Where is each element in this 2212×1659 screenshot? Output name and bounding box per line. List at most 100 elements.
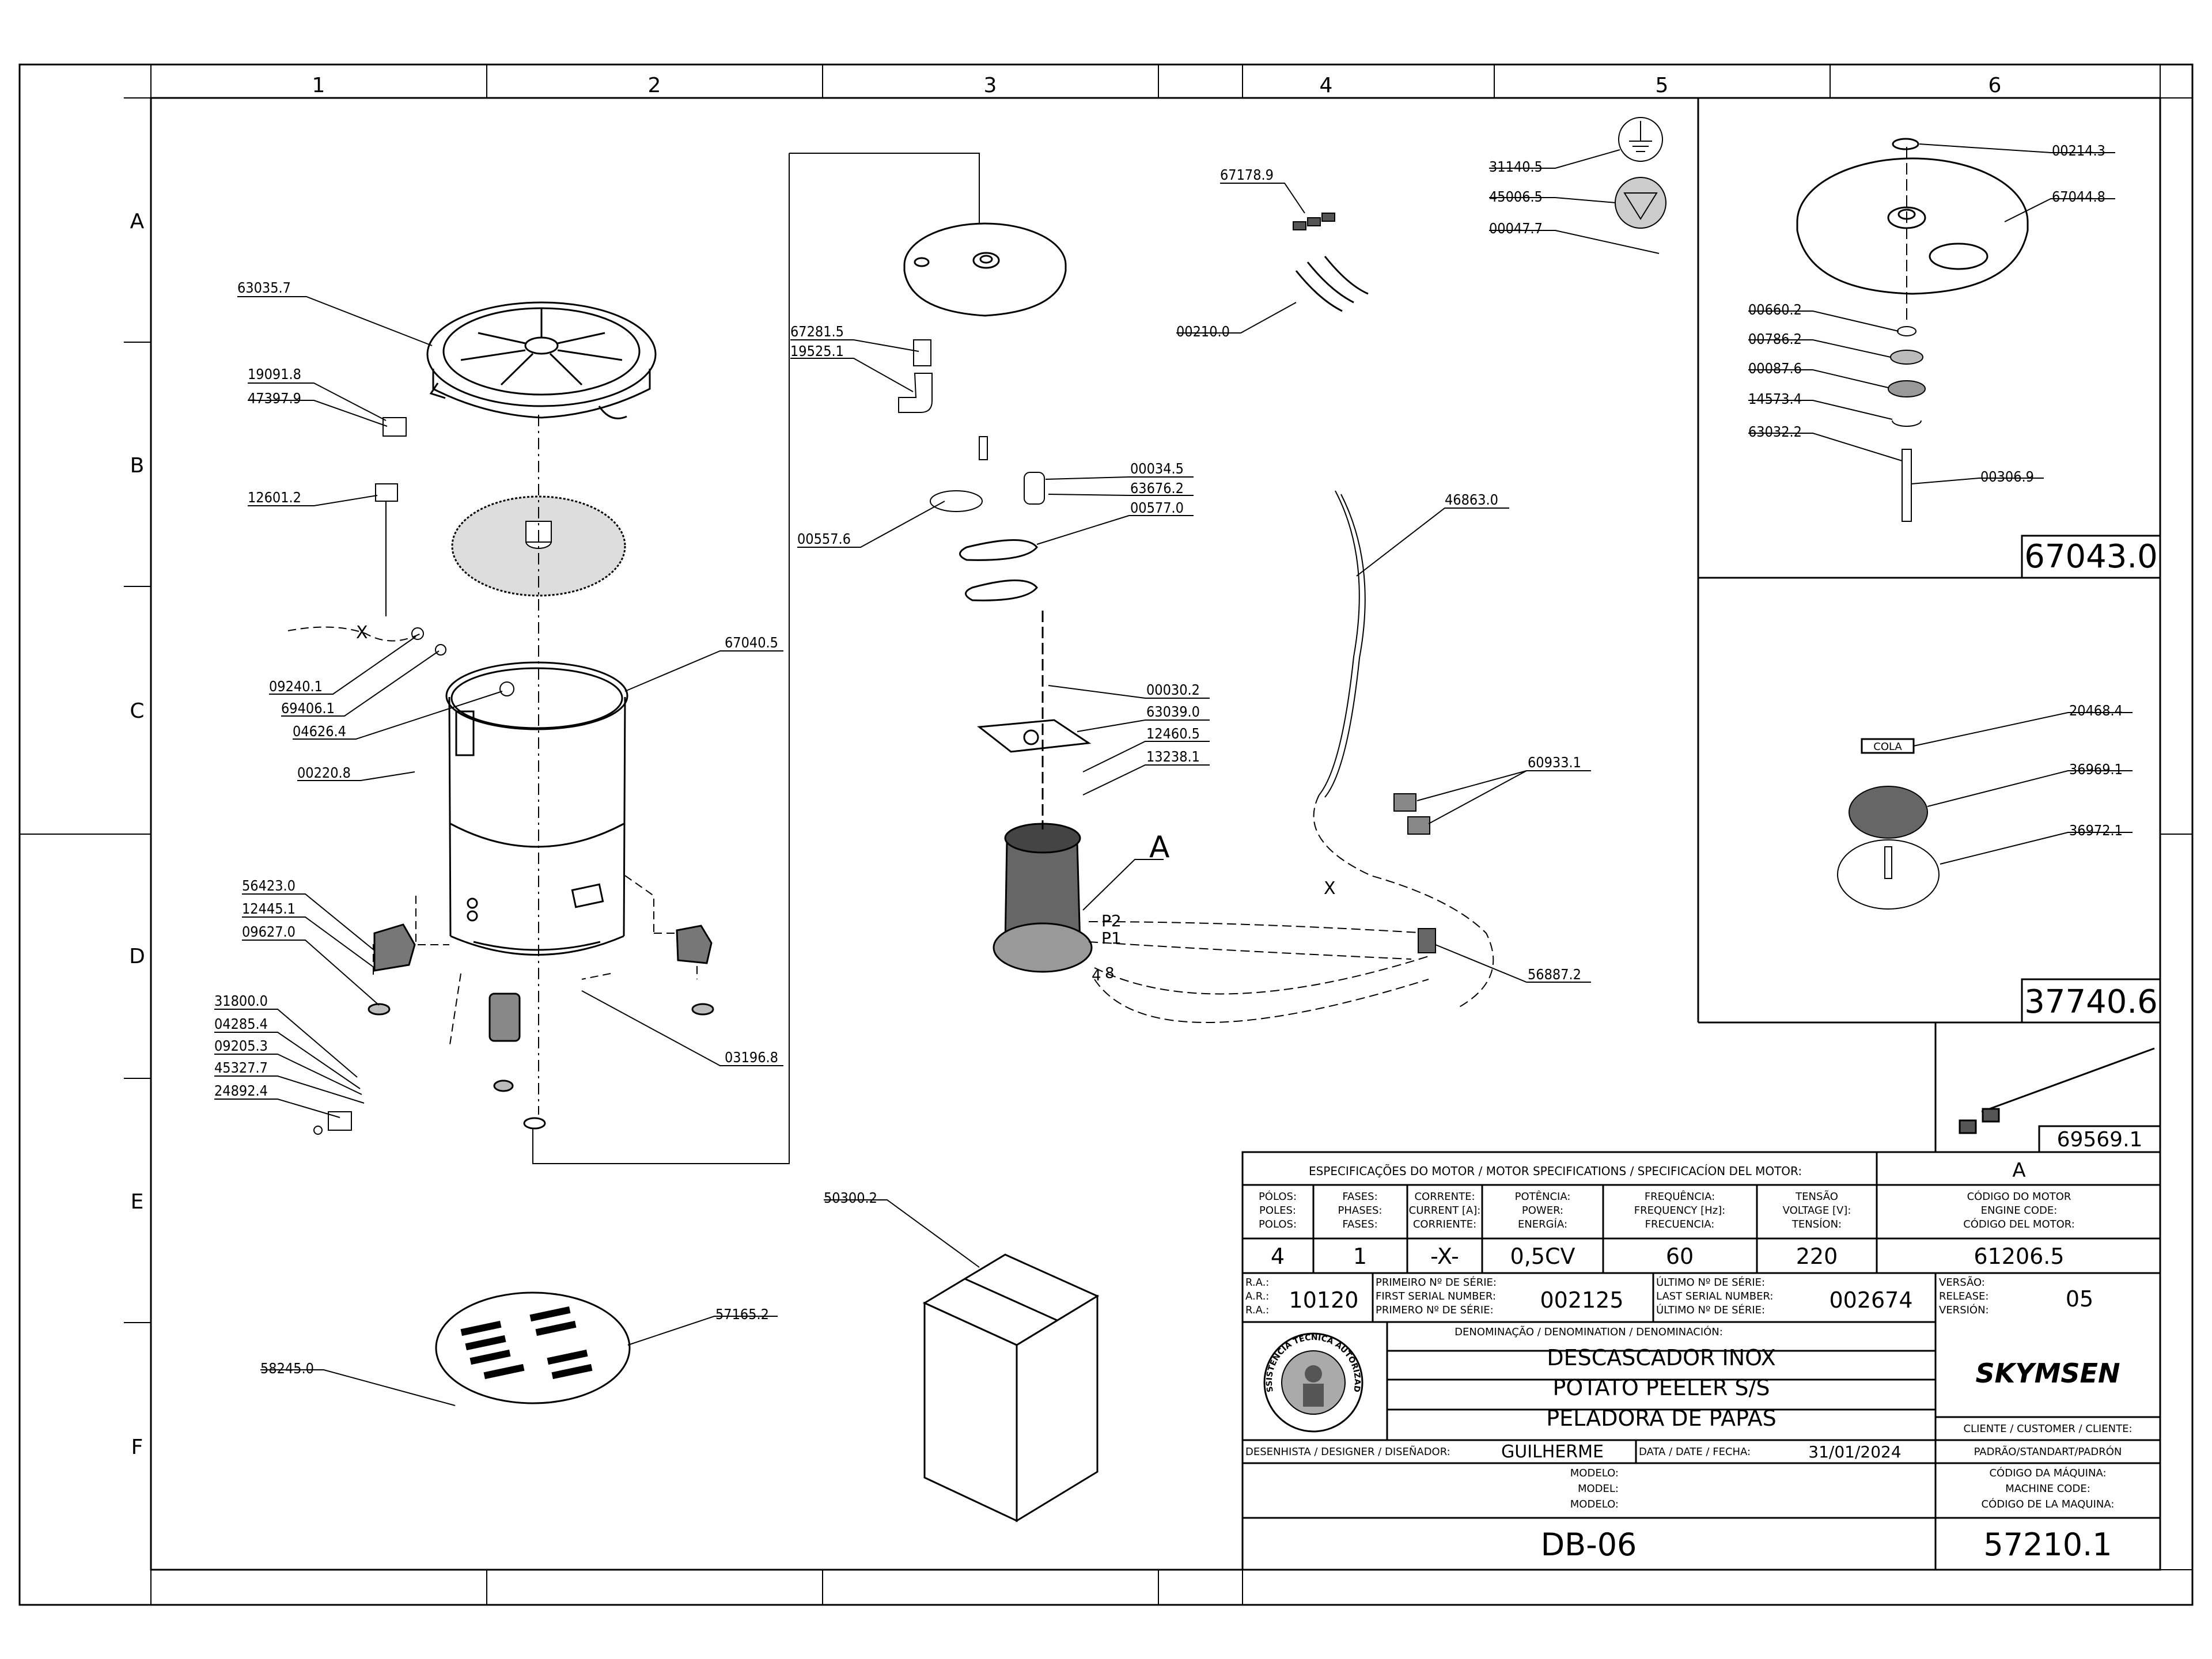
client-label: CLIENTE / CUSTOMER / CLIENTE:: [1963, 1423, 2132, 1435]
first-serial-label-es: PRIMERO Nº DE SÉRIE:: [1376, 1304, 1494, 1316]
callout-00210-0: 00210.0: [1176, 323, 1230, 340]
feet: [368, 923, 714, 1130]
callout-03196-8: 03196.8: [725, 1049, 778, 1066]
frame-ticks: [20, 65, 2192, 1605]
motor-mark-a: A: [1149, 830, 1170, 865]
power-cable: [1313, 490, 1494, 1009]
machine-code-label-pt: CÓDIGO DA MÁQUINA:: [1989, 1467, 2106, 1479]
callout-20468-4: 20468.4: [2069, 702, 2123, 719]
ra-label-pt: R.A.:: [1245, 1277, 1269, 1289]
callout-24892-4: 24892.4: [214, 1082, 268, 1099]
drawing-frame: [18, 63, 2194, 1606]
hdr-tensao-en: VOLTAGE [V]:: [1783, 1205, 1851, 1217]
version-label-en: RELEASE:: [1939, 1290, 1988, 1302]
callout-63039-0: 63039.0: [1146, 703, 1200, 720]
motor-a: [993, 611, 1093, 973]
callout-19525-1: 19525.1: [790, 343, 844, 359]
val-frequencia: 60: [1666, 1244, 1694, 1269]
wire-mark-x-left: X: [356, 623, 368, 643]
leader-lines: [214, 143, 2133, 1406]
val-codigo-motor: 61206.5: [1974, 1244, 2064, 1269]
callout-12601-2: 12601.2: [248, 489, 301, 506]
callout-13238-1: 13238.1: [1146, 748, 1200, 765]
callout-69406-1: 69406.1: [281, 700, 335, 717]
hdr-fases-es: FASES:: [1342, 1218, 1377, 1230]
belts: [959, 539, 1038, 601]
callout-09205-3: 09205.3: [214, 1037, 268, 1054]
hdr-codigo-motor-en: ENGINE CODE:: [1981, 1205, 2058, 1217]
wire-mark-x-right: X: [1324, 878, 1336, 899]
motor-flange: [977, 719, 1092, 753]
val-corrente: -X-: [1430, 1244, 1459, 1269]
callout-47397-9: 47397.9: [248, 390, 301, 407]
motor-marks: A P2 P1 4 8 X X: [356, 623, 1336, 984]
callout-00786-2: 00786.2: [1748, 331, 1802, 347]
callout-12445-1: 12445.1: [242, 900, 296, 917]
callout-60933-1: 60933.1: [1528, 754, 1581, 771]
ground-symbol: [1618, 117, 1663, 162]
ground-badge: [1615, 177, 1666, 229]
hdr-polos-pt: PÓLOS:: [1259, 1190, 1297, 1203]
name-pt: DESCASCADOR INOX: [1547, 1345, 1775, 1370]
designer-value: GUILHERME: [1501, 1442, 1604, 1462]
callout-63032-2: 63032.2: [1748, 423, 1802, 440]
column-label: 5: [1656, 74, 1669, 97]
bracket-line: [532, 153, 980, 1164]
callout-00087-6: 00087.6: [1748, 360, 1802, 377]
cable-69569-1: [1959, 1047, 2155, 1134]
callout-31800-0: 31800.0: [214, 993, 268, 1009]
callout-12460-5: 12460.5: [1146, 725, 1200, 742]
callout-63676-2: 63676.2: [1130, 480, 1184, 497]
wire-mark-4: 4: [1092, 967, 1101, 984]
version-label-es: VERSIÓN:: [1939, 1304, 1989, 1316]
callout-67040-5: 67040.5: [725, 634, 778, 651]
denomination-label: DENOMINAÇÃO / DENOMINATION / DENOMINACIÓ…: [1455, 1325, 1723, 1338]
name-es: PELADORA DE PAPAS: [1546, 1406, 1777, 1431]
last-serial-label-pt: ÚLTIMO Nº DE SÉRIE:: [1656, 1276, 1765, 1289]
row-label: C: [130, 699, 144, 723]
callout-00220-8: 00220.8: [297, 764, 351, 781]
column-label: 2: [648, 74, 661, 97]
hdr-frequencia-en: FREQUENCY [Hz]:: [1634, 1205, 1725, 1217]
hdr-fases-pt: FASES:: [1342, 1191, 1377, 1203]
val-potencia: 0,5CV: [1510, 1244, 1575, 1269]
model-label-pt: MODELO:: [1570, 1467, 1619, 1479]
machine-code-value: 57210.1: [1983, 1527, 2112, 1563]
callout-00030-2: 00030.2: [1146, 681, 1200, 698]
row-label: D: [129, 945, 145, 968]
date-label: DATA / DATE / FECHA:: [1639, 1446, 1751, 1458]
callout-57165-2: 57165.2: [715, 1306, 769, 1323]
motor-letter: A: [2012, 1159, 2025, 1182]
callout-36972-1: 36972.1: [2069, 822, 2123, 839]
hdr-polos-es: POLOS:: [1259, 1218, 1297, 1230]
hdr-corrente-en: CURRENT [A]:: [1409, 1205, 1481, 1217]
motor-spec-title: ESPECIFICAÇÕES DO MOTOR / MOTOR SPECIFIC…: [1309, 1164, 1802, 1178]
callout-00034-5: 00034.5: [1130, 460, 1184, 477]
designer-label: DESENHISTA / DESIGNER / DISEÑADOR:: [1245, 1445, 1450, 1458]
model-label-en: MODEL:: [1578, 1483, 1619, 1495]
wire-mark-p2: P2: [1101, 911, 1122, 930]
wire-mark-p1: P1: [1101, 929, 1122, 948]
assembly-code-69569-1: 69569.1: [2057, 1128, 2143, 1152]
assembly-code-37740-6: 37740.6: [2024, 983, 2158, 1021]
callout-19091-8: 19091.8: [248, 366, 301, 382]
callout-09627-0: 09627.0: [242, 923, 296, 940]
callout-labels: 63035.7 19091.8 47397.9 12601.2 09240.1 …: [214, 142, 2123, 1377]
version-label-pt: VERSÃO:: [1939, 1276, 1985, 1289]
callout-63035-7: 63035.7: [237, 279, 291, 296]
hdr-corrente-pt: CORRENTE:: [1414, 1191, 1475, 1203]
model-value: DB-06: [1541, 1527, 1637, 1563]
ra-label-en: A.R.:: [1245, 1290, 1269, 1302]
cable-x-left: [287, 626, 421, 642]
row-label: F: [131, 1435, 143, 1459]
last-serial-label-en: LAST SERIAL NUMBER:: [1656, 1290, 1773, 1302]
column-label: 4: [1320, 74, 1333, 97]
row-labels: A B C D E F: [129, 210, 145, 1459]
callout-14573-4: 14573.4: [1748, 391, 1802, 407]
callout-46863-0: 46863.0: [1445, 491, 1498, 508]
base-plate-slots: [460, 1306, 593, 1380]
callout-00047-7: 00047.7: [1489, 220, 1543, 237]
last-serial-label-es: ÚLTIMO Nº DE SÉRIE:: [1656, 1304, 1765, 1316]
hdr-corrente-es: CORRIENTE:: [1413, 1218, 1476, 1230]
hdr-tensao-es: TENSÍON:: [1791, 1218, 1842, 1230]
